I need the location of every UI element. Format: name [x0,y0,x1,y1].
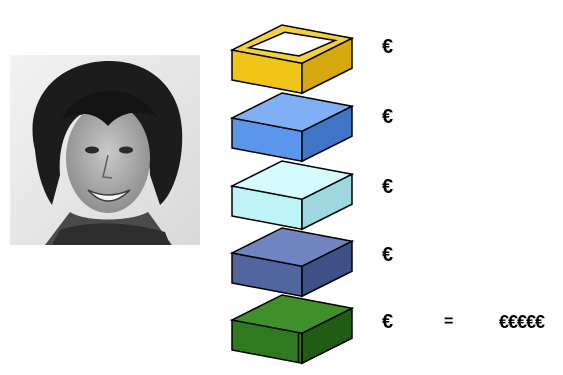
block-1-euro-label: € [382,37,393,57]
block-5-euro-label: € [382,312,393,332]
equals-sign: = [444,314,453,330]
stack-block-4 [232,228,352,296]
euro-total-label: €€€€€ [499,313,544,331]
block-4-euro-label: € [382,245,393,265]
stack-block-2 [232,93,352,161]
portrait-photo [10,55,200,245]
block-2-euro-label: € [382,107,393,127]
stack-block-1 [232,25,352,93]
stack-block-5 [232,295,352,363]
block-3-euro-label: € [382,177,393,197]
stack-block-3 [232,161,352,229]
block-stack [232,25,352,363]
